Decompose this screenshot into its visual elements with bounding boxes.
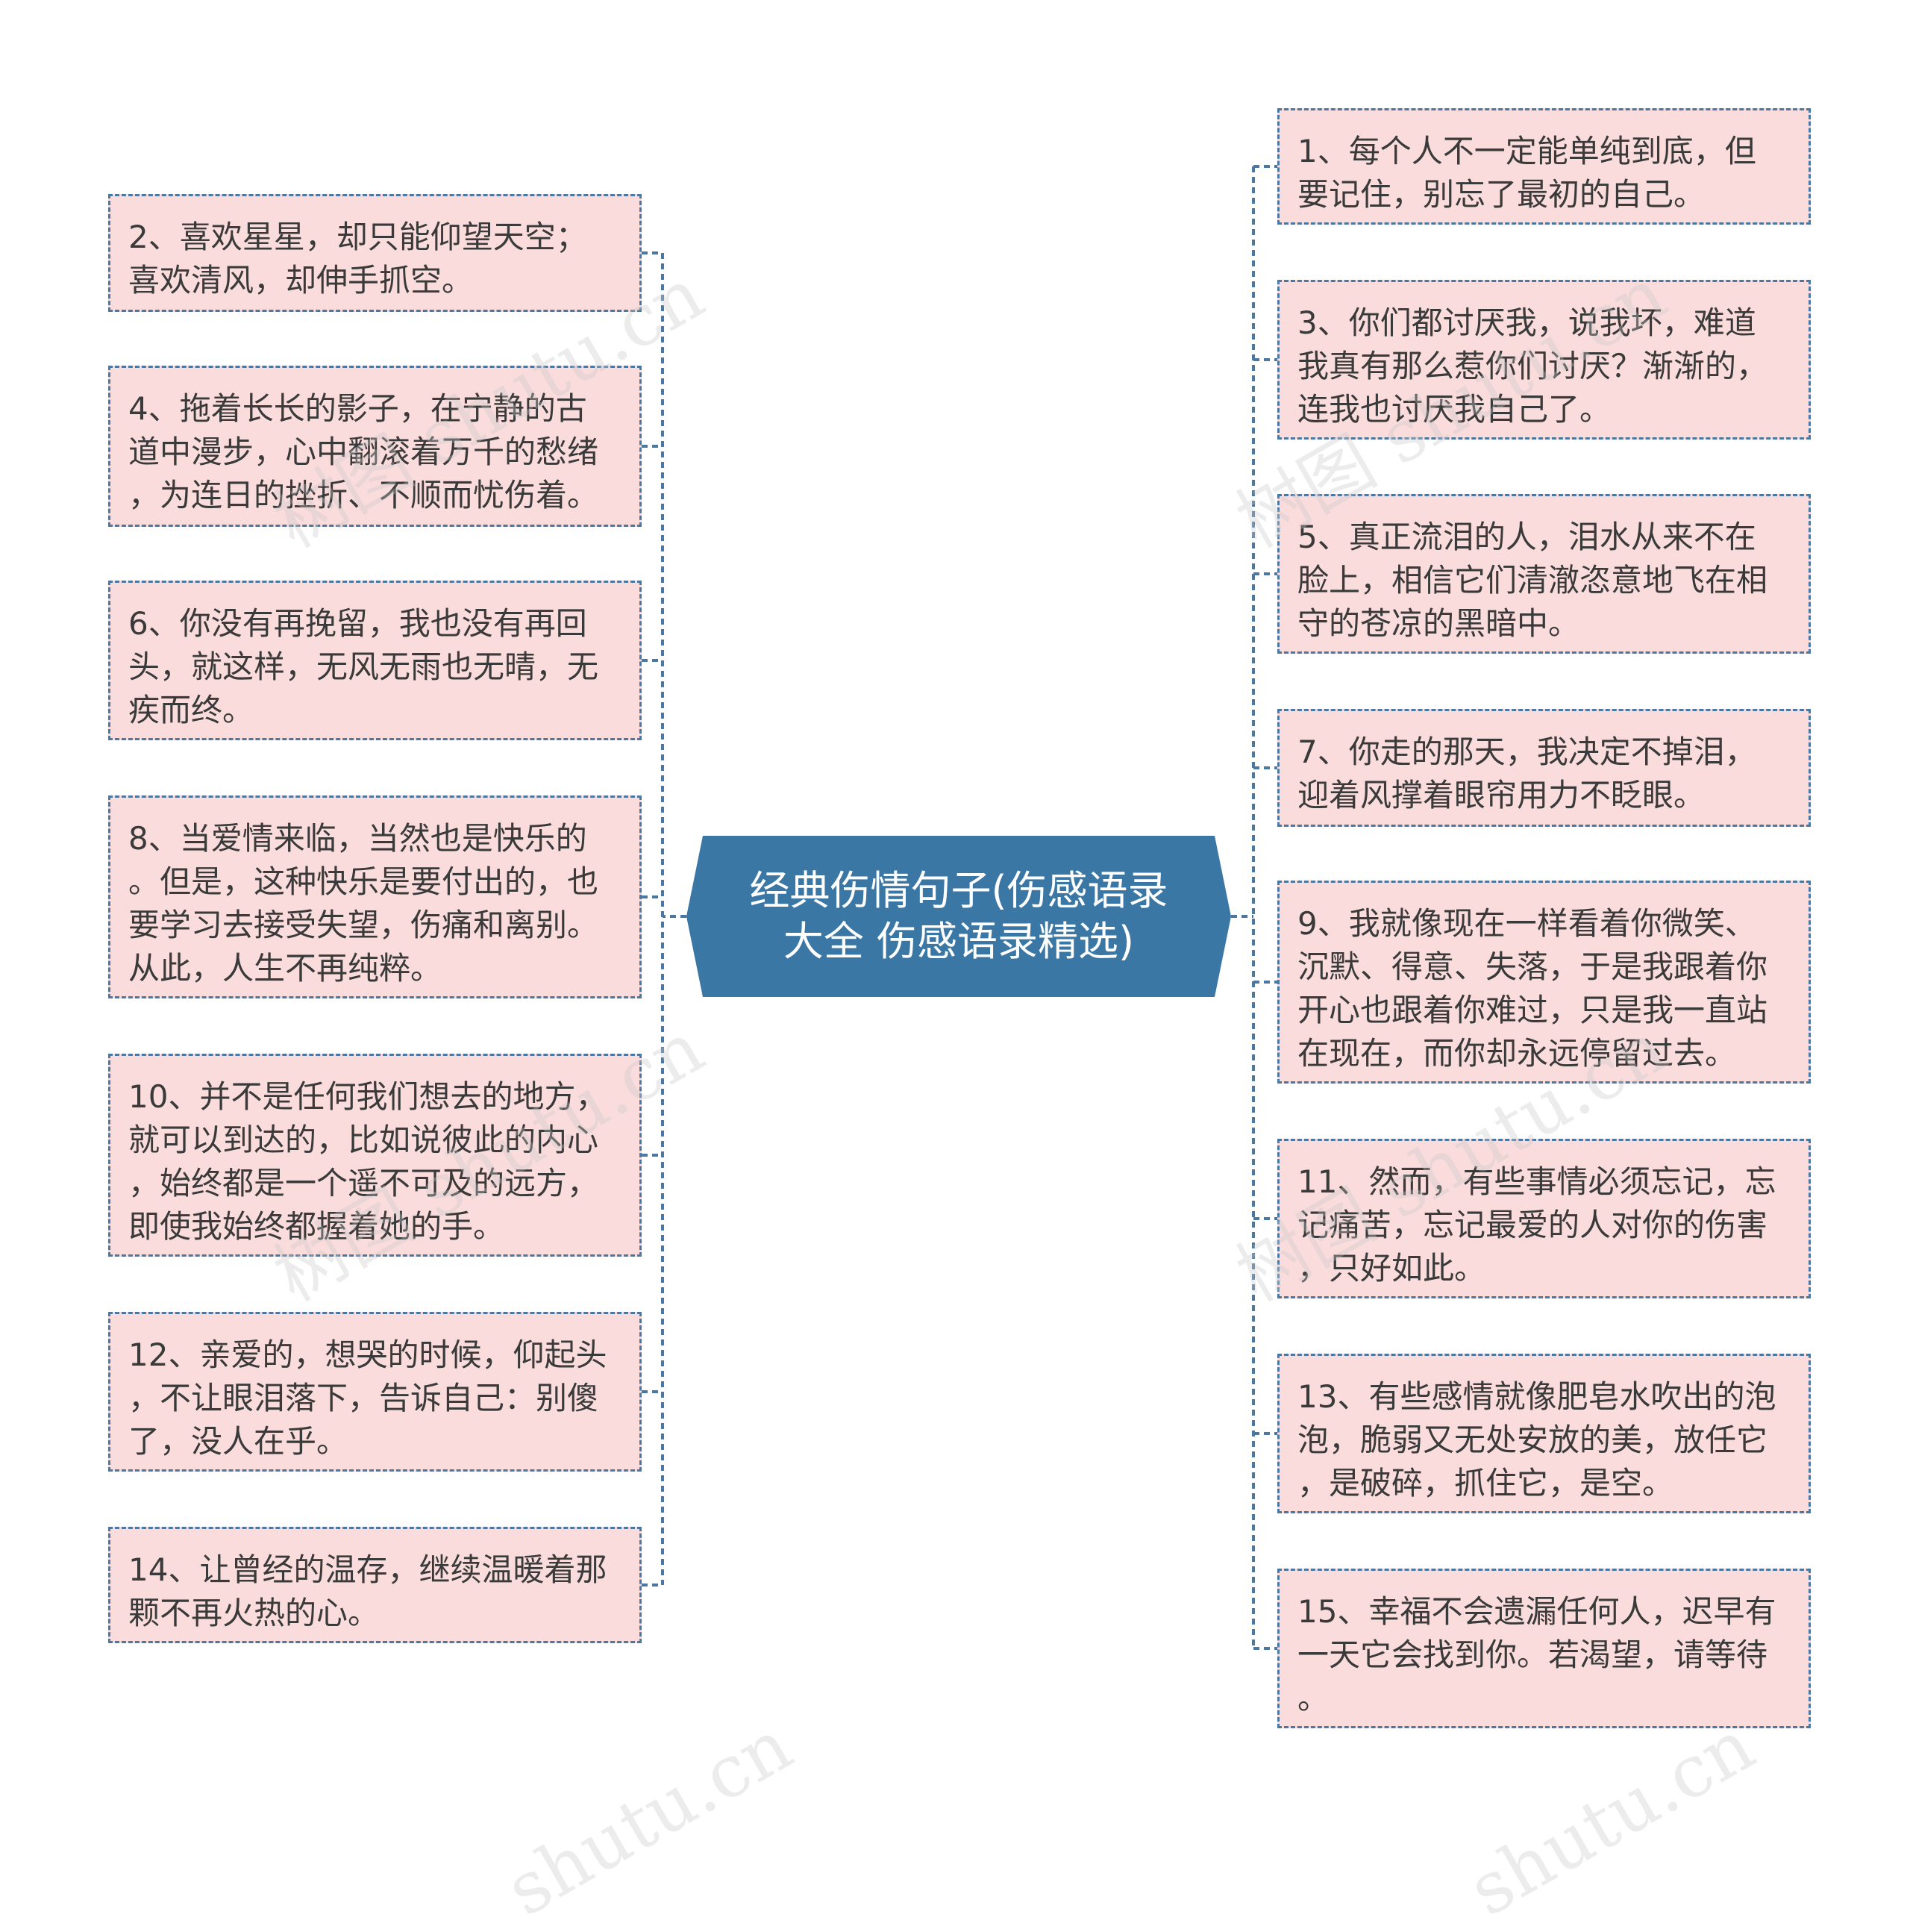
branch-node-4[interactable]: 4、拖着长长的影子，在宁静的古 道中漫步，心中翻滚着万千的愁绪 ，为连日的挫折、… <box>108 366 642 527</box>
root-node-title: 经典伤情句子(伤感语录大全 伤感语录精选) <box>749 867 1168 965</box>
connector-lines <box>642 165 1277 1650</box>
branch-node-1[interactable]: 1、每个人不一定能单纯到底，但 要记住，别忘了最初的自己。 <box>1277 108 1811 225</box>
branch-node-12[interactable]: 12、亲爱的，想哭的时候，仰起头 ，不让眼泪落下，告诉自己：别傻 了，没人在乎。 <box>108 1312 642 1472</box>
branch-node-11[interactable]: 11、然而，有些事情必须忘记，忘 记痛苦，忘记最爱的人对你的伤害 ，只好如此。 <box>1277 1139 1811 1298</box>
branch-node-14[interactable]: 14、让曾经的温存，继续温暖着那 颗不再火热的心。 <box>108 1527 642 1643</box>
branch-node-10[interactable]: 10、并不是任何我们想去的地方， 就可以到达的，比如说彼此的内心 ，始终都是一个… <box>108 1054 642 1257</box>
mind-map-canvas: 经典伤情句子(伤感语录大全 伤感语录精选) 2、喜欢星星，却只能仰望天空； 喜欢… <box>108 108 1811 1932</box>
branch-node-9[interactable]: 9、我就像现在一样看着你微笑、 沉默、得意、失落，于是我跟着你 开心也跟着你难过… <box>1277 881 1811 1084</box>
branch-node-13[interactable]: 13、有些感情就像肥皂水吹出的泡 泡，脆弱又无处安放的美，放任它 ，是破碎，抓住… <box>1277 1354 1811 1513</box>
branch-node-6[interactable]: 6、你没有再挽留，我也没有再回 头，就这样，无风无雨也无晴，无 疾而终。 <box>108 581 642 740</box>
branch-node-2[interactable]: 2、喜欢星星，却只能仰望天空； 喜欢清风，却伸手抓空。 <box>108 194 642 312</box>
branch-node-8[interactable]: 8、当爱情来临，当然也是快乐的 。但是，这种快乐是要付出的，也 要学习去接受失望… <box>108 795 642 998</box>
branch-node-3[interactable]: 3、你们都讨厌我，说我坏，难道 我真有那么惹你们讨厌？渐渐的， 连我也讨厌我自己… <box>1277 280 1811 440</box>
branch-node-15[interactable]: 15、幸福不会遗漏任何人，迟早有 一天它会找到你。若渴望，请等待 。 <box>1277 1569 1811 1728</box>
root-node[interactable]: 经典伤情句子(伤感语录大全 伤感语录精选) <box>686 836 1231 997</box>
root-node-shape <box>686 836 1231 997</box>
branch-node-5[interactable]: 5、真正流泪的人，泪水从来不在 脸上，相信它们清澈恣意地飞在相 守的苍凉的黑暗中… <box>1277 494 1811 654</box>
branch-node-7[interactable]: 7、你走的那天，我决定不掉泪， 迎着风撑着眼帘用力不眨眼。 <box>1277 709 1811 827</box>
